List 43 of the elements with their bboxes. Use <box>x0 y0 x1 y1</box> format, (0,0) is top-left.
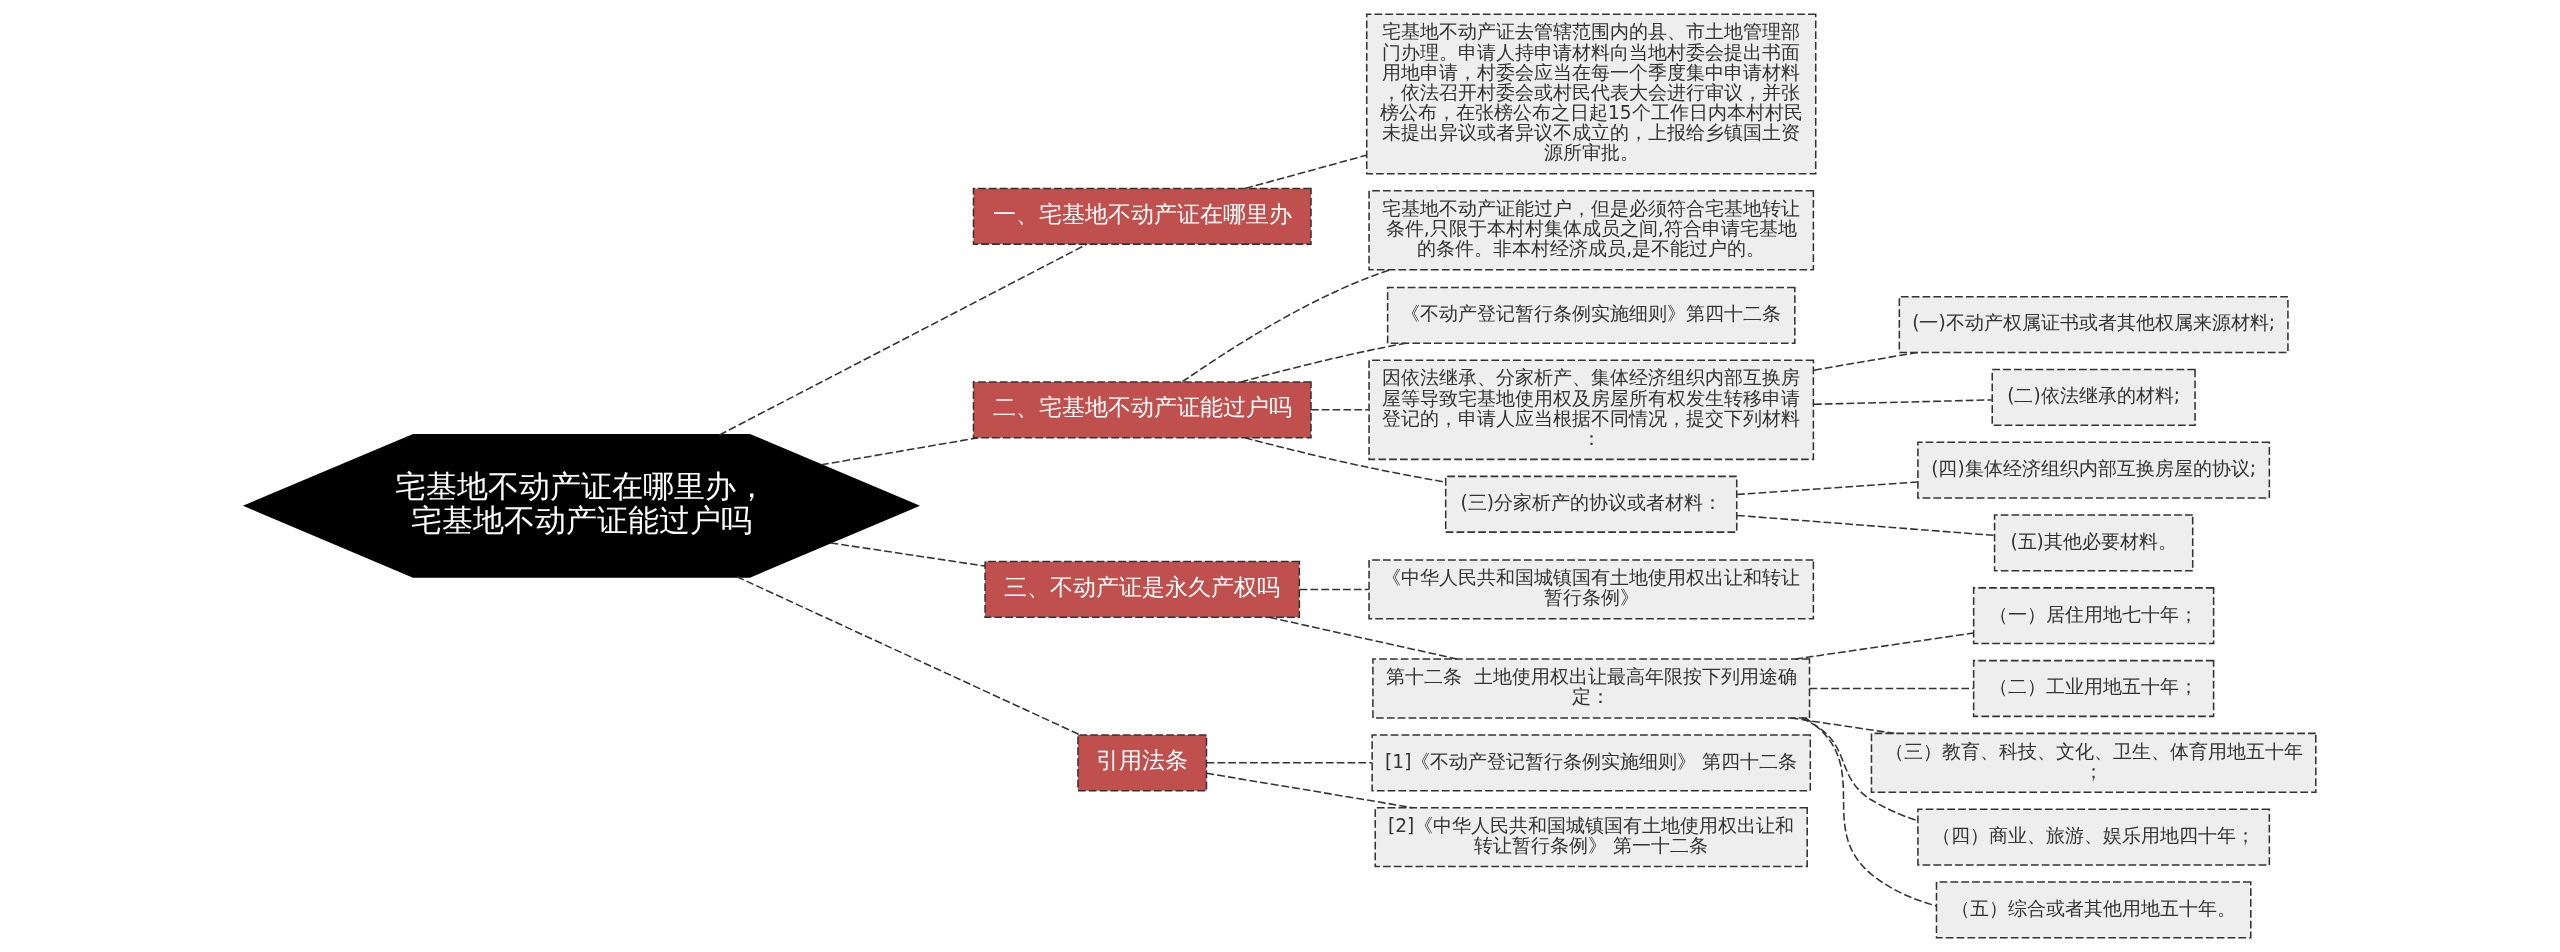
connector <box>1239 342 1406 383</box>
connector <box>1808 687 1974 690</box>
connector <box>718 243 1088 436</box>
node-box: (一)不动产权属证书或者其他权属来源材料; <box>1898 296 2289 354</box>
connector <box>1804 717 1937 907</box>
connector <box>1789 717 1895 735</box>
node-box: 二、宅基地不动产证能过户吗 <box>972 381 1312 439</box>
node-box: （三）教育、科技、文化、卫生、体育用地五十年； <box>1870 732 2317 793</box>
connector <box>1735 514 1995 537</box>
node-box: 第十二条 土地使用权出让最高年限按下列用途确定： <box>1371 658 1810 719</box>
connector <box>1800 717 1918 822</box>
connector <box>735 575 1080 736</box>
connector <box>819 436 979 466</box>
connector <box>1298 588 1369 591</box>
node-box: (二)依法继承的材料; <box>1990 368 2196 427</box>
connector <box>1309 409 1369 411</box>
node-box: [2]《中华人民共和国城镇国有土地使用权出让和转让暂行条例》 第一十二条 <box>1373 806 1808 868</box>
node-box: 引用法条 <box>1076 734 1207 792</box>
connector <box>1181 269 1391 383</box>
node-box: 三、不动产证是永久产权吗 <box>983 560 1300 619</box>
node-box: （二）工业用地五十年； <box>1972 659 2214 718</box>
connector <box>1205 762 1373 764</box>
node-box: （一）居住用地七十年； <box>1972 587 2214 645</box>
connector <box>1735 481 1918 496</box>
connector <box>829 542 986 567</box>
connector <box>1793 632 1974 660</box>
node-box: (四)集体经济组织内部互换房屋的协议; <box>1916 441 2270 499</box>
node-box: 《不动产登记暂行条例实施细则》第四十二条 <box>1386 286 1796 344</box>
node-box: 一、宅基地不动产证在哪里办 <box>972 187 1312 245</box>
node-box: （五）综合或者其他用地五十年。 <box>1935 881 2252 939</box>
node-box: 宅基地不动产证能过户，但是必须符合宅基地转让条件,只限于本村村集体成员之间,符合申请宅基地的条件。非本村经济成员,是不能过户的。 <box>1367 189 1814 271</box>
node-box: (三)分家析产的协议或者材料： <box>1444 475 1738 533</box>
node-box: [1]《不动产登记暂行条例实施细则》 第四十二条 <box>1370 734 1811 792</box>
connector <box>1268 616 1458 660</box>
connector <box>1243 437 1446 483</box>
node-box: 因依法继承、分家析产、集体经济组织内部互换房屋等导致宅基地使用权及房屋所有权发生转移申请登记的，申请人应当根据不同情况，提交下列材料： <box>1367 359 1814 461</box>
connector <box>1812 351 1918 371</box>
node-box: （四）商业、旅游、娱乐用地四十年； <box>1916 808 2270 866</box>
node-box: 宅基地不动产证去管辖范围内的县、市土地管理部门办理。申请人持申请材料向当地村委会提出书面用地申请，村委会应当在每一个季度集中申请材料，依法召开村委会或村民代表大会进行审议，并张榜公布，在张榜公布之日起15个工作日内本村村民未提出异议或者异议不成立的，上报给乡镇国土资源所审批。 <box>1365 13 1816 175</box>
node-box: 《中华人民共和国城镇国有土地使用权出让和转让暂行条例》 <box>1367 559 1814 620</box>
node-box: (五)其他必要材料。 <box>1993 514 2193 572</box>
connector <box>1812 399 1992 406</box>
connector <box>1244 154 1367 190</box>
